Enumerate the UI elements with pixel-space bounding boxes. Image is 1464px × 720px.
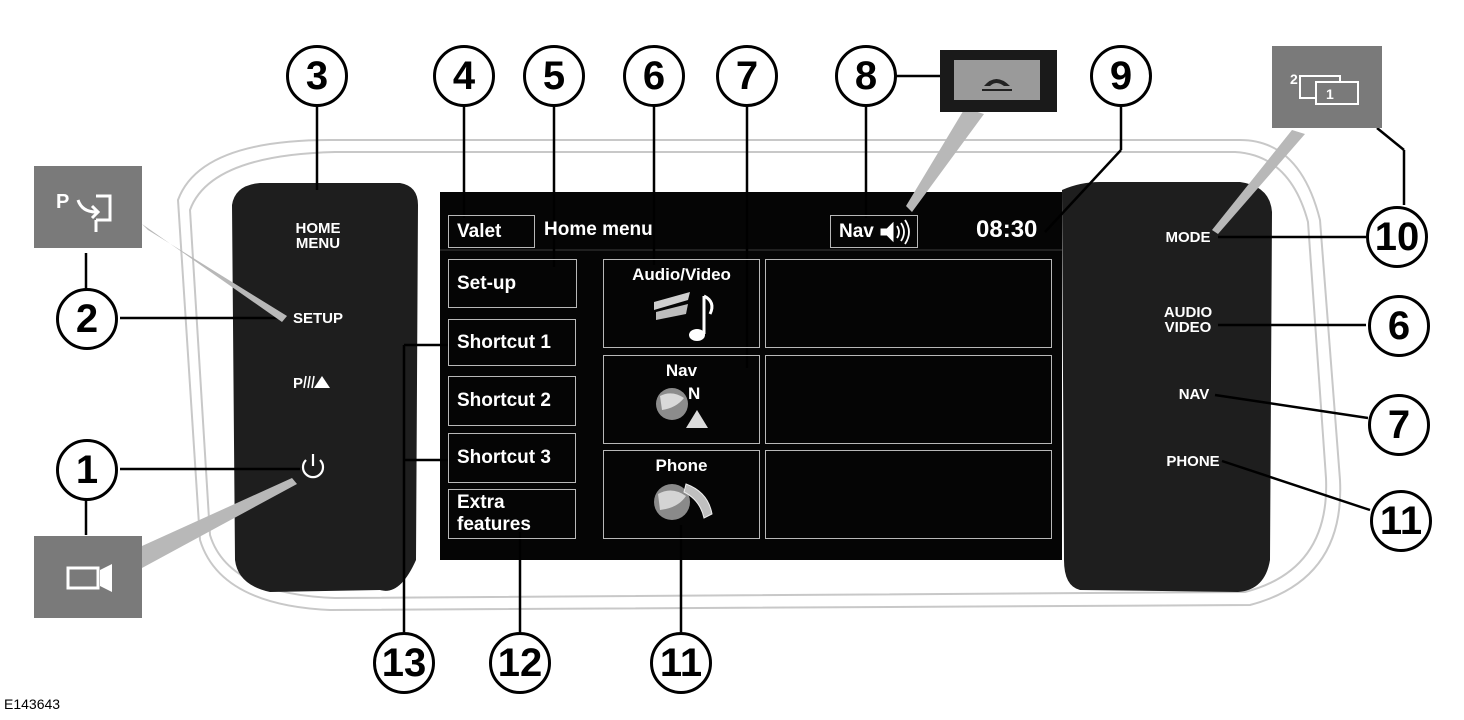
callout-5: 5 [523, 45, 585, 107]
blank-tile-1[interactable] [765, 259, 1052, 348]
globe-handset-icon [654, 483, 713, 520]
callout-11-right: 11 [1370, 490, 1432, 552]
screen-title: Home menu [544, 219, 653, 240]
audio-video-key[interactable]: AUDIO VIDEO [1163, 304, 1213, 336]
park-assist-icon[interactable]: P [293, 375, 330, 392]
clock: 08:30 [976, 216, 1038, 243]
audio-video-tile[interactable]: Audio/Video [603, 259, 760, 348]
setup-button[interactable]: Set-up [448, 259, 577, 308]
callout-10: 10 [1366, 206, 1428, 268]
figure-id: E143643 [4, 696, 61, 712]
globe-compass-icon [656, 388, 708, 428]
speaker-icon [880, 219, 910, 245]
valet-button[interactable]: Valet [448, 215, 535, 248]
right-bezel [1062, 182, 1272, 592]
leader-lines [84, 74, 1406, 632]
callout-9: 9 [1090, 45, 1152, 107]
callout-3: 3 [286, 45, 348, 107]
camera-icon [34, 536, 142, 618]
svg-text:P: P [56, 191, 69, 213]
svg-text:2: 2 [1290, 71, 1298, 87]
nav-key[interactable]: NAV [1178, 386, 1210, 403]
shortcut-2-button[interactable]: Shortcut 2 [448, 376, 576, 426]
dual-view-icon: 2 1 [1272, 46, 1382, 128]
home-menu-key[interactable]: HOME MENU [295, 220, 341, 252]
svg-text:1: 1 [1326, 86, 1334, 102]
mode-key[interactable]: MODE [1165, 229, 1211, 246]
callout-12: 12 [489, 632, 551, 694]
nav-audio-indicator[interactable]: Nav [830, 215, 918, 248]
inset-pointers [142, 108, 1305, 568]
phone-key[interactable]: PHONE [1166, 453, 1220, 470]
blank-tile-2[interactable] [765, 355, 1052, 444]
extra-features-button[interactable]: Extra features [448, 489, 576, 539]
phone-hangup-icon [940, 50, 1057, 112]
nav-tile[interactable]: Nav N [603, 355, 760, 444]
shortcut-3-button[interactable]: Shortcut 3 [448, 433, 576, 483]
nav-audio-label: Nav [839, 220, 874, 242]
callout-7-right: 7 [1368, 394, 1430, 456]
audio-video-tile-label: Audio/Video [632, 265, 731, 284]
shortcut-1-button[interactable]: Shortcut 1 [448, 319, 576, 366]
svg-text:P: P [293, 375, 303, 392]
compass-north-label: N [688, 384, 701, 403]
callout-11-bottom: 11 [650, 632, 712, 694]
callout-4: 4 [433, 45, 495, 107]
callout-13: 13 [373, 632, 435, 694]
callout-7-top: 7 [716, 45, 778, 107]
phone-tile[interactable]: Phone [603, 450, 760, 539]
setup-key[interactable]: SETUP [292, 310, 343, 327]
phone-tile-label: Phone [655, 456, 708, 475]
callout-6-right: 6 [1368, 295, 1430, 357]
music-note-icon [654, 292, 714, 341]
power-icon[interactable] [301, 454, 325, 479]
callout-8: 8 [835, 45, 897, 107]
parking-setup-icon: P [34, 166, 142, 248]
callout-2: 2 [56, 288, 118, 350]
blank-tile-3[interactable] [765, 450, 1052, 539]
callout-1: 1 [56, 439, 118, 501]
callout-6-top: 6 [623, 45, 685, 107]
nav-tile-label: Nav [665, 361, 698, 380]
